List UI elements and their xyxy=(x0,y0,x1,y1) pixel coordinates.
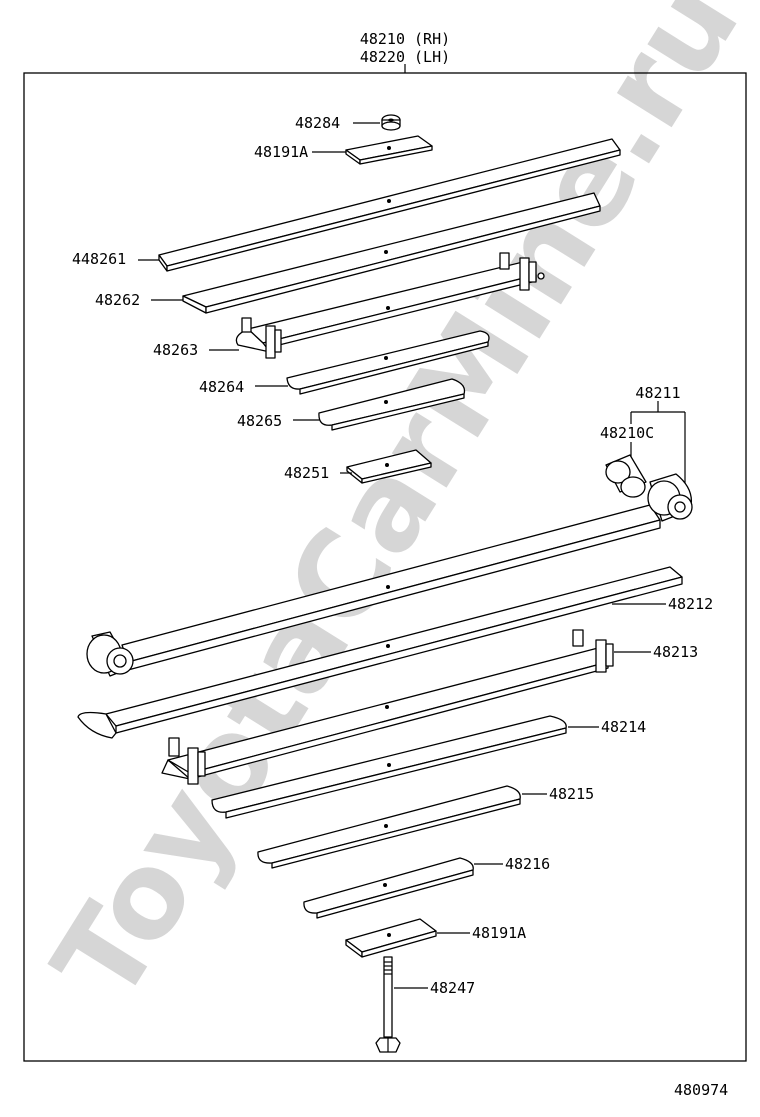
label-48263: 48263 xyxy=(153,341,198,359)
leaf-spring-48264 xyxy=(286,330,490,395)
label-48251: 48251 xyxy=(284,464,329,482)
label-48214: 48214 xyxy=(601,718,646,736)
label-48191a-bottom: 48191A xyxy=(472,924,526,942)
leaf-spring-448261 xyxy=(158,138,621,272)
label-48211: 48211 xyxy=(635,384,680,402)
leaf-spring-48216 xyxy=(303,857,474,919)
leaf-spring-48263 xyxy=(235,252,545,359)
nut-48284 xyxy=(381,114,401,131)
label-48213: 48213 xyxy=(653,643,698,661)
assembly-rh-label: 48210 (RH) xyxy=(360,30,450,48)
pad-48251 xyxy=(346,449,432,484)
leaf-spring-48265 xyxy=(318,378,466,431)
diagram-id: 480974 xyxy=(674,1081,728,1099)
spacer-plate-48191a-bottom xyxy=(345,918,437,958)
leaf-spring-48213 xyxy=(161,629,614,785)
label-48216: 48216 xyxy=(505,855,550,873)
assembly-lh-label: 48220 (LH) xyxy=(360,48,450,66)
label-448261: 448261 xyxy=(72,250,126,268)
label-48215: 48215 xyxy=(549,785,594,803)
label-48210c: 48210C xyxy=(600,424,654,442)
label-48212: 48212 xyxy=(668,595,713,613)
leaf-spring-48215 xyxy=(257,785,521,869)
bushing-48210c xyxy=(605,454,647,498)
leaf-spring-48212 xyxy=(77,566,683,739)
spacer-plate-48191a-top xyxy=(345,135,433,165)
label-48262: 48262 xyxy=(95,291,140,309)
label-48264: 48264 xyxy=(199,378,244,396)
label-48247: 48247 xyxy=(430,979,475,997)
center-bolt-48247 xyxy=(375,956,401,1053)
leaf-spring-48214 xyxy=(211,715,567,819)
label-48284: 48284 xyxy=(295,114,340,132)
diagram-frame xyxy=(23,72,747,1062)
label-48191a-top: 48191A xyxy=(254,143,308,161)
main-leaf-48211 xyxy=(86,473,693,677)
label-48265: 48265 xyxy=(237,412,282,430)
leaf-spring-48262 xyxy=(182,192,601,314)
